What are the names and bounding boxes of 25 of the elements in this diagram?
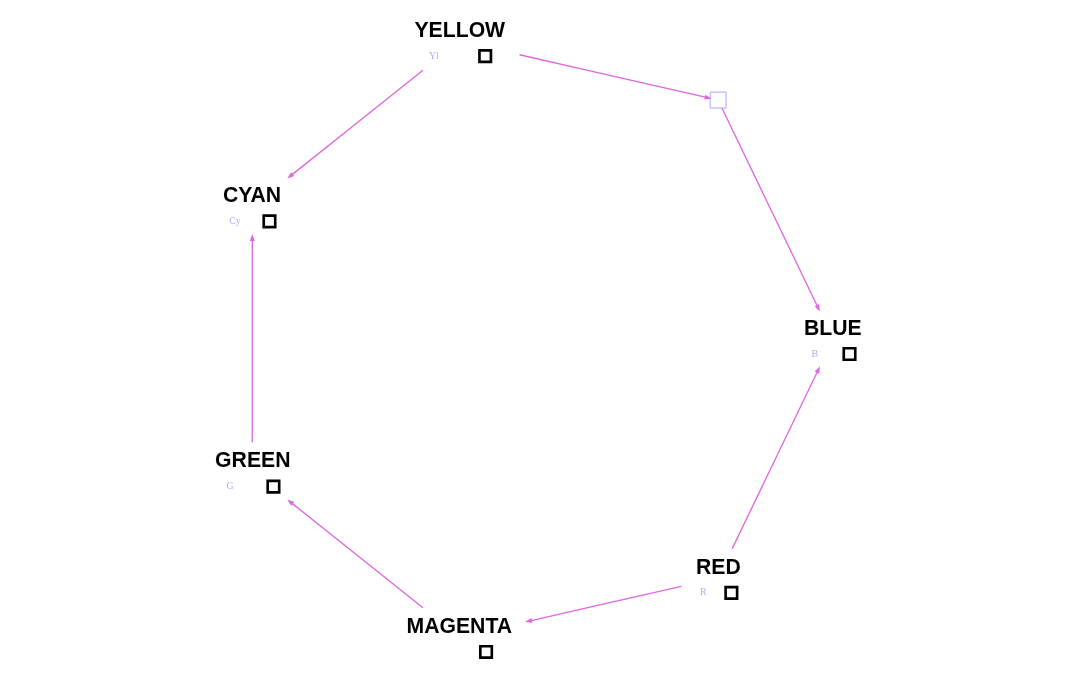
arrow bbox=[518, 54, 712, 100]
node-label: R bbox=[699, 586, 706, 598]
arrow bbox=[249, 233, 255, 443]
node-label: RED bbox=[695, 554, 741, 578]
node-label: Cy bbox=[228, 214, 241, 226]
node-box bbox=[265, 479, 280, 494]
node-label: B bbox=[811, 347, 818, 359]
node-box bbox=[709, 91, 726, 109]
node-box bbox=[261, 214, 277, 229]
node-label: BLUE bbox=[803, 315, 862, 339]
node-label: Yl bbox=[428, 49, 439, 61]
node-box bbox=[478, 644, 493, 660]
arrow bbox=[720, 107, 820, 312]
node-label: GREEN bbox=[214, 448, 290, 472]
node-label: MAGENTA bbox=[406, 613, 512, 637]
node-box bbox=[477, 49, 492, 64]
arrow bbox=[286, 69, 424, 179]
arrow bbox=[731, 366, 820, 550]
node-box bbox=[723, 585, 738, 600]
node-label: G bbox=[226, 480, 234, 492]
node-label: CYAN bbox=[222, 183, 281, 207]
node-box bbox=[841, 346, 857, 362]
arrow bbox=[524, 585, 682, 623]
node-label: YELLOW bbox=[414, 17, 505, 41]
arrow bbox=[286, 499, 424, 609]
